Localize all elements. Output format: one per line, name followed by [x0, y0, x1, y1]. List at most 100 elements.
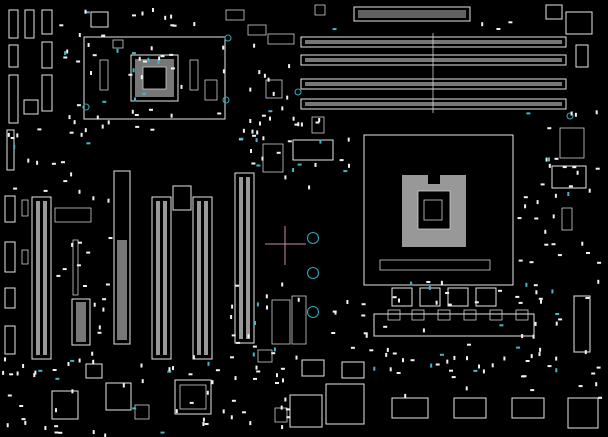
smd-pad	[76, 60, 81, 63]
smd-pad	[140, 75, 143, 80]
smd-pad	[6, 423, 9, 428]
smd-pad	[282, 378, 284, 383]
smd-pad	[586, 252, 590, 254]
smd-pad	[71, 242, 74, 247]
smd-pad	[273, 347, 276, 352]
smd-pad	[568, 185, 573, 188]
smd-pad	[532, 334, 535, 339]
smd-pad	[595, 110, 598, 115]
smd-pad	[67, 362, 70, 366]
smd-pad	[389, 367, 392, 372]
smd-pad	[297, 163, 302, 166]
smd-pad	[132, 407, 137, 410]
smd-pad	[365, 333, 368, 338]
smd-pad	[58, 431, 63, 434]
smd-pad	[347, 137, 350, 142]
smd-pad	[54, 431, 59, 434]
rear-port-5	[511, 397, 545, 419]
smd-pad	[524, 204, 527, 209]
smd-pad	[271, 352, 276, 355]
smd-pad	[102, 307, 105, 312]
smd-pad	[498, 289, 502, 292]
smd-pad	[422, 328, 425, 333]
smd-pad	[404, 393, 407, 398]
smd-pad	[297, 297, 300, 302]
smd-pad	[230, 415, 233, 420]
smd-pad	[453, 355, 456, 360]
smd-pad	[160, 55, 165, 58]
smd-pad	[141, 379, 144, 384]
smd-pad	[158, 56, 161, 61]
dimm-slot-2	[300, 54, 567, 66]
smd-pad	[249, 119, 252, 123]
smd-pad	[428, 286, 431, 290]
smd-pad	[373, 366, 376, 371]
smd-pad	[516, 346, 521, 349]
smd-pad	[13, 144, 16, 149]
origin-marker	[265, 226, 306, 265]
smd-pad	[508, 21, 513, 24]
smd-pad	[466, 356, 468, 361]
smd-pad	[445, 292, 450, 294]
smd-pad	[383, 325, 388, 328]
smd-pad	[189, 401, 194, 404]
smd-pad	[55, 377, 60, 380]
smd-pad	[547, 365, 552, 368]
smd-pad	[84, 9, 87, 14]
smd-pad	[284, 397, 287, 402]
smd-pad	[69, 131, 74, 134]
smd-pad	[170, 113, 173, 118]
smd-pad	[276, 373, 278, 378]
smd-pad	[172, 366, 174, 371]
smd-pad	[410, 359, 415, 362]
expansion-slots	[31, 170, 307, 360]
smd-pad	[439, 353, 444, 356]
smd-pad	[70, 359, 75, 362]
smd-pad	[256, 130, 259, 135]
smd-pad	[38, 369, 43, 372]
smd-pad	[522, 375, 527, 378]
smd-pad	[85, 11, 90, 14]
pcie-slot-3	[151, 196, 172, 360]
smd-pad	[21, 418, 26, 421]
middle-components	[225, 4, 334, 173]
smd-pad	[272, 91, 275, 96]
smd-pad	[369, 349, 374, 352]
smd-pad	[249, 421, 252, 426]
smd-pad	[27, 158, 30, 163]
smd-pad	[16, 371, 19, 376]
smd-pad	[152, 8, 154, 12]
smd-pad	[52, 369, 57, 371]
smd-pad	[80, 132, 83, 137]
smd-pad	[251, 129, 254, 134]
smd-pad	[533, 284, 538, 287]
smd-pad	[255, 365, 258, 370]
smd-pad	[267, 77, 270, 82]
smd-pad	[286, 95, 289, 100]
smd-pad	[269, 116, 271, 121]
smd-pad	[552, 214, 555, 219]
smd-pad	[252, 352, 255, 357]
smd-pad	[13, 187, 18, 190]
smd-pad	[515, 295, 520, 298]
smd-pad	[292, 116, 295, 121]
smd-pad	[595, 167, 600, 170]
smd-pad	[286, 416, 291, 419]
smd-pad	[544, 243, 549, 246]
smd-pad	[24, 420, 27, 425]
smd-pad	[71, 389, 74, 394]
smd-pad	[348, 163, 350, 168]
smd-pad	[585, 297, 590, 299]
smd-pad	[297, 122, 300, 127]
smd-pad	[557, 254, 562, 257]
smd-pad	[63, 180, 68, 183]
smd-pad	[256, 370, 261, 373]
smd-pad	[253, 43, 256, 48]
pcie-slot-5	[234, 172, 255, 344]
smd-pad	[204, 423, 209, 425]
smd-pad	[86, 251, 91, 254]
smd-pad	[78, 241, 82, 244]
smd-pad	[128, 73, 133, 76]
smd-pad	[96, 115, 99, 120]
smd-pad	[314, 162, 317, 167]
